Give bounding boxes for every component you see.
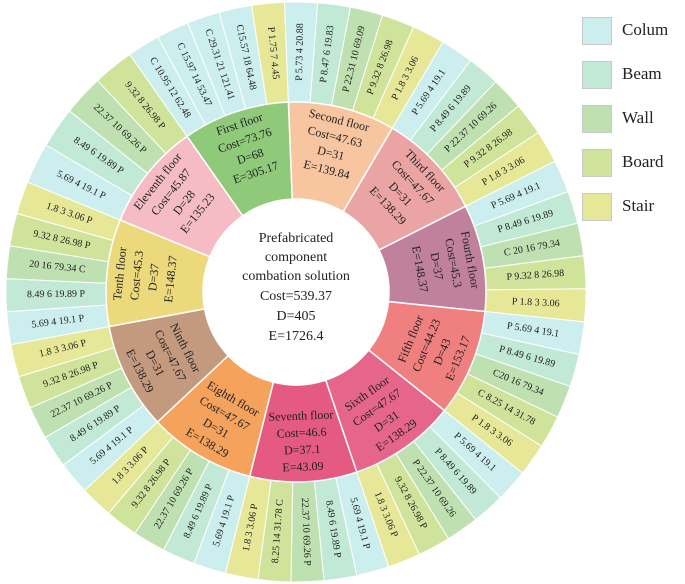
floor-e-tenth-floor: E=148.37 <box>161 255 180 303</box>
legend-item-wall: Wall <box>582 102 682 136</box>
floor-d-fourth-floor: D=37 <box>427 251 446 281</box>
floor-name-seventh-floor: Seventh floor <box>268 407 334 424</box>
legend-item-colum: Colum <box>582 14 682 48</box>
legend-item-board: Board <box>582 146 682 180</box>
center-title-line-3: combation solution <box>242 269 350 284</box>
component-label-seventh-floor-board: 8.25 14 31.78 C <box>270 499 286 564</box>
legend-swatch-wall <box>582 105 612 133</box>
center-summary: Prefabricated component combation soluti… <box>203 199 389 385</box>
component-label-tenth-floor-beam: 8.49 6 19.89 P <box>27 289 86 301</box>
legend: Colum Beam Wall Board Stair <box>582 14 682 234</box>
legend-label-wall: Wall <box>622 108 654 127</box>
center-d: D=405 <box>276 309 315 324</box>
legend-label-beam: Beam <box>622 64 662 83</box>
center-title-line-2: component <box>265 250 327 265</box>
legend-swatch-colum <box>582 17 612 45</box>
center-e: E=1726.4 <box>269 329 324 344</box>
center-circle <box>203 199 389 385</box>
legend-item-beam: Beam <box>582 58 682 92</box>
legend-item-stair: Stair <box>582 190 682 224</box>
floor-cost-seventh-floor: Cost=46.6 <box>276 425 326 441</box>
legend-swatch-stair <box>582 193 612 221</box>
legend-swatch-board <box>582 149 612 177</box>
floor-e-seventh-floor: E=43.09 <box>282 459 324 475</box>
legend-swatch-beam <box>582 61 612 89</box>
floor-name-tenth-floor: Tenth floor <box>110 246 129 301</box>
legend-label-board: Board <box>622 152 664 171</box>
floor-cost-tenth-floor: Cost=45.3 <box>127 250 146 301</box>
component-label-first-floor-stair: P 1.75 7 4.45 <box>265 26 281 80</box>
floor-d-tenth-floor: D=37 <box>145 263 162 292</box>
center-cost: Cost=539.37 <box>260 289 332 304</box>
component-label-seventh-floor-wall: 22.37 10 69.26 P <box>299 498 313 567</box>
legend-label-colum: Colum <box>622 20 669 39</box>
component-label-fourth-floor-board: P 9.32 8 26.98 <box>506 268 564 283</box>
component-label-second-floor-colum: P 5.73 4 20.88 <box>294 23 306 81</box>
center-title-line-1: Prefabricated <box>259 231 334 246</box>
legend-label-stair: Stair <box>622 196 655 215</box>
component-ring: C 10.95 12 62.48C 15.97 14 53.47C 29.31 … <box>5 1 587 583</box>
component-label-fourth-floor-stair: P 1.8 3 3.06 <box>512 296 560 309</box>
floor-d-second-floor: D=31 <box>316 143 346 163</box>
floor-d-seventh-floor: D=37.1 <box>284 442 321 457</box>
